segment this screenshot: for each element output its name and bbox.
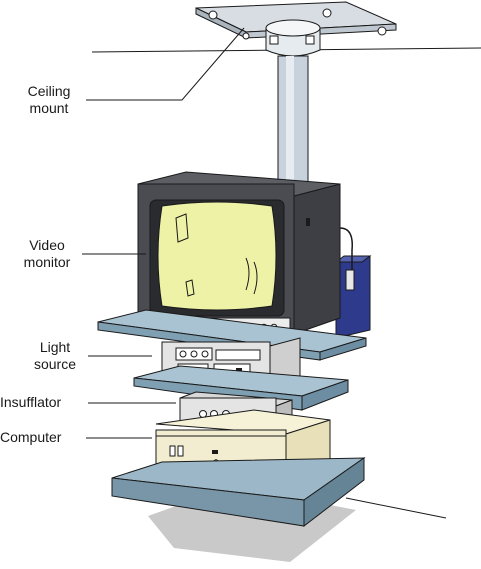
label-video-monitor: Video monitor bbox=[12, 237, 82, 271]
label-light-source: Light source bbox=[20, 339, 90, 373]
label-ceiling-mount-line2: mount bbox=[29, 100, 69, 116]
ceiling-plate bbox=[195, 1, 397, 40]
support-pole bbox=[277, 55, 309, 185]
label-video-monitor-line1: Video bbox=[29, 237, 65, 253]
label-ceiling-mount: Ceiling mount bbox=[14, 83, 84, 117]
mount-collar bbox=[265, 19, 321, 57]
video-monitor bbox=[137, 171, 355, 335]
label-ceiling-mount-line1: Ceiling bbox=[27, 83, 71, 99]
base-platform bbox=[111, 457, 366, 528]
leader-ceiling-mount bbox=[86, 27, 245, 101]
label-computer: Computer bbox=[0, 429, 62, 445]
label-light-source-line2: source bbox=[33, 356, 77, 372]
label-insufflator: Insufflator bbox=[0, 394, 62, 410]
label-video-monitor-line2: monitor bbox=[23, 254, 71, 270]
mounting-bracket bbox=[334, 255, 372, 339]
floor-line bbox=[345, 497, 447, 519]
label-light-source-line1: Light bbox=[39, 339, 71, 355]
